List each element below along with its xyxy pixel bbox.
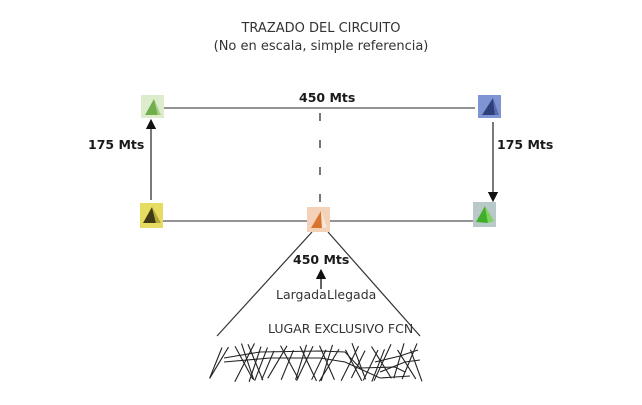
hatch-stroke (362, 349, 379, 381)
buoy-top-left-icon (141, 95, 164, 118)
hatch-stroke (393, 343, 405, 379)
hatch-stroke (223, 357, 411, 379)
hatch-stroke (318, 348, 340, 382)
hatch-stroke (261, 350, 275, 380)
hatch-stroke (311, 349, 327, 381)
hatch-stroke (295, 344, 308, 380)
hatch-stroke (296, 346, 314, 381)
hatch-stroke (371, 349, 386, 382)
hatch-stroke (234, 346, 254, 380)
hatch-stroke (351, 342, 367, 380)
hatch-stroke (223, 350, 406, 373)
start-label: Largada (276, 287, 327, 302)
hatch-stroke (234, 343, 255, 383)
hatch-stroke (209, 347, 223, 379)
buoy-bottom-left-icon (140, 203, 163, 228)
hatch-stroke (280, 349, 295, 381)
hatch-stroke (209, 346, 229, 379)
exclusive-area-label: LUGAR EXCLUSIVO FCN (268, 321, 414, 336)
diagram-subtitle: (No en escala, simple referencia) (213, 39, 429, 54)
hatch-stroke (379, 359, 421, 373)
hatch-stroke (350, 350, 366, 379)
top-segment-label: 450 Mts (299, 90, 356, 105)
buoy-bottom-right-icon (473, 202, 496, 227)
hatch-stroke (374, 349, 419, 363)
finish-label: Llegada (327, 287, 377, 302)
bottom-segment-label: 450 Mts (293, 252, 350, 267)
hatch-stroke (340, 345, 359, 381)
exclusive-area-hatch (209, 342, 423, 383)
hatch-stroke (371, 346, 392, 379)
right-segment-label: 175 Mts (497, 137, 554, 152)
buoy-bottom-center-icon (307, 207, 330, 232)
left-segment-label: 175 Mts (88, 137, 145, 152)
hatch-stroke (254, 347, 269, 381)
buoy-top-right-icon (478, 95, 501, 118)
diagram-title: TRAZADO DEL CIRCUITO (241, 21, 401, 36)
right-diagonal-line (327, 231, 421, 337)
left-diagonal-line (216, 231, 313, 337)
hatch-stroke (373, 344, 392, 382)
